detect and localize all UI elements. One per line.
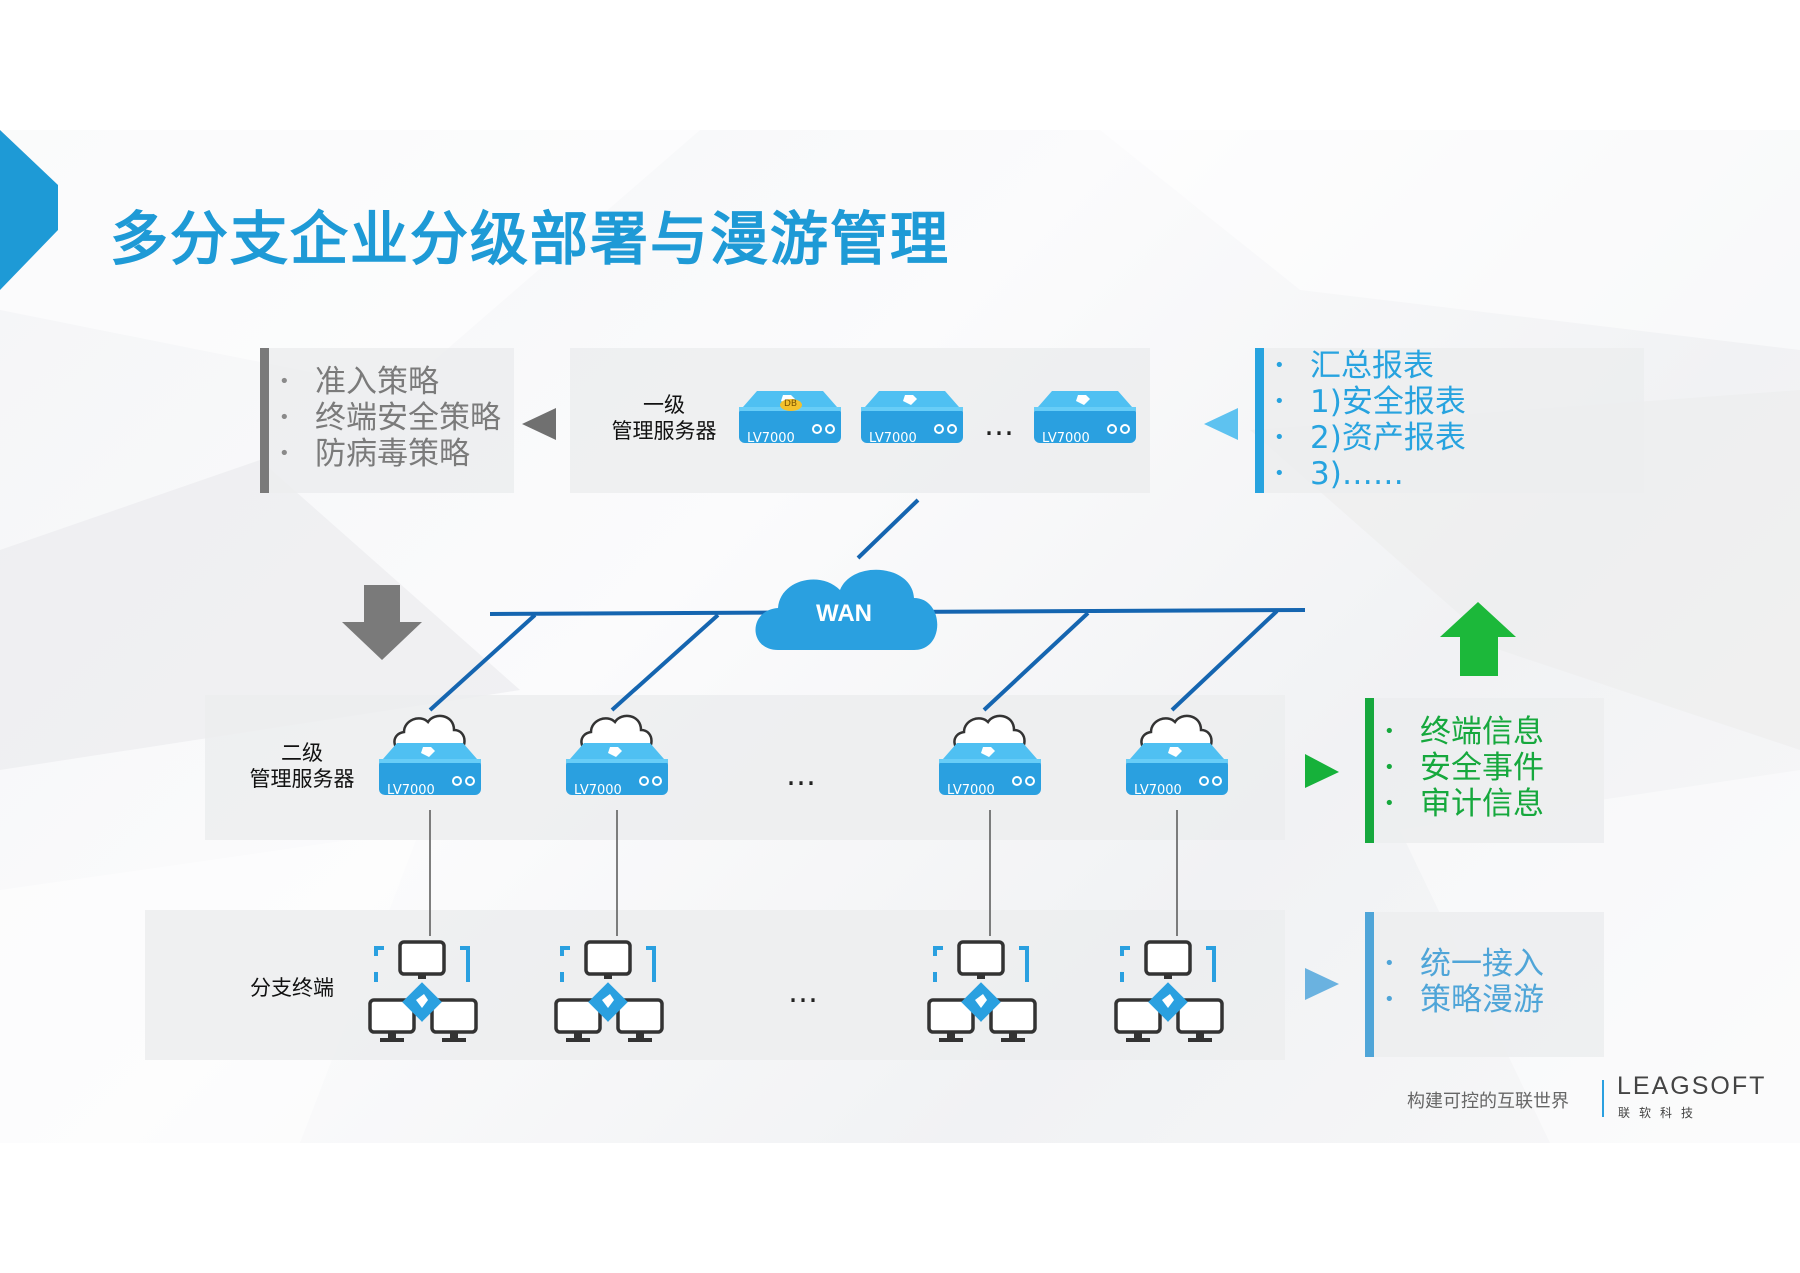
report-list: 汇总报表 1)安全报表 2)资产报表 3)…… bbox=[1270, 348, 1466, 492]
policy-item: 终端安全策略 bbox=[275, 400, 501, 436]
footer-slogan: 构建可控的互联世界 bbox=[1407, 1091, 1569, 1112]
brand-logo-cn: 联软科技 bbox=[1618, 1106, 1703, 1120]
policy-item: 准入策略 bbox=[275, 364, 501, 400]
tier2-label-line1: 二级 bbox=[281, 741, 323, 765]
tier2-label: 二级 管理服务器 bbox=[232, 740, 372, 792]
info-panel: 终端信息 安全事件 审计信息 bbox=[1365, 698, 1604, 843]
page-title: 多分支企业分级部署与漫游管理 bbox=[110, 205, 951, 273]
tier1-label-line2: 管理服务器 bbox=[611, 419, 717, 443]
info-list: 终端信息 安全事件 审计信息 bbox=[1380, 714, 1544, 822]
policy-list: 准入策略 终端安全策略 防病毒策略 bbox=[275, 364, 501, 472]
brand-logo: LEAGSOFT bbox=[1617, 1072, 1767, 1100]
tier2-label-line2: 管理服务器 bbox=[249, 767, 355, 791]
report-item: 1)安全报表 bbox=[1270, 384, 1466, 420]
report-panel: 汇总报表 1)安全报表 2)资产报表 3)…… bbox=[1255, 348, 1644, 493]
db-badge: DB bbox=[784, 399, 798, 409]
report-item: 2)资产报表 bbox=[1270, 420, 1466, 456]
roam-item: 统一接入 bbox=[1380, 946, 1544, 982]
policy-item: 防病毒策略 bbox=[275, 436, 501, 472]
info-item: 审计信息 bbox=[1380, 786, 1544, 822]
server-model: LV7000 bbox=[947, 783, 995, 798]
report-item: 3)…… bbox=[1270, 456, 1466, 492]
tier1-label-line1: 一级 bbox=[643, 393, 685, 417]
wan-label: WAN bbox=[816, 600, 872, 627]
tier1-label: 一级 管理服务器 bbox=[598, 392, 730, 444]
server-model: LV7000 bbox=[1134, 783, 1182, 798]
policy-panel: 准入策略 终端安全策略 防病毒策略 bbox=[260, 348, 514, 493]
slide: 多分支企业分级部署与漫游管理 准入策略 终端安全策略 防病毒策略 一级 管理服务… bbox=[0, 130, 1800, 1143]
info-item: 安全事件 bbox=[1380, 750, 1544, 786]
info-item: 终端信息 bbox=[1380, 714, 1544, 750]
server-model: LV7000 bbox=[869, 431, 917, 446]
report-item: 汇总报表 bbox=[1270, 348, 1466, 384]
branch-band bbox=[145, 910, 1285, 1060]
roam-list: 统一接入 策略漫游 bbox=[1380, 946, 1544, 1018]
roam-item: 策略漫游 bbox=[1380, 982, 1544, 1018]
server-model: LV7000 bbox=[1042, 431, 1090, 446]
tier2-ellipsis: … bbox=[786, 758, 818, 793]
roam-panel: 统一接入 策略漫游 bbox=[1365, 912, 1604, 1057]
branch-ellipsis: … bbox=[788, 975, 820, 1010]
tier1-ellipsis: … bbox=[984, 408, 1016, 443]
server-model: LV7000 bbox=[387, 783, 435, 798]
server-model: LV7000 bbox=[574, 783, 622, 798]
branch-label: 分支终端 bbox=[250, 976, 334, 1000]
server-model: LV7000 bbox=[747, 431, 795, 446]
